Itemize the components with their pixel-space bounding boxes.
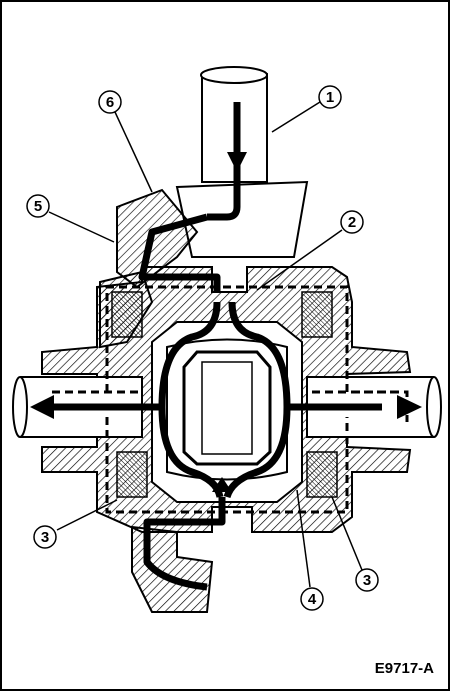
svg-text:2: 2 [348, 214, 356, 231]
center-spider [166, 338, 288, 481]
clutch-pack-upper-left [111, 291, 143, 338]
callout-5: 5 [26, 194, 115, 243]
callout-3-left: 3 [33, 499, 118, 549]
callout-4: 4 [296, 489, 324, 611]
torque-flow-solid [52, 102, 382, 591]
lower-gear-block [131, 525, 214, 613]
torque-flow-dashed [52, 285, 409, 514]
svg-text:5: 5 [34, 198, 42, 215]
svg-text:3: 3 [363, 572, 371, 589]
svg-text:4: 4 [308, 591, 317, 608]
callout-1: 1 [271, 85, 342, 133]
figure-code: E9717-A [374, 660, 434, 677]
clutch-pack-lower-right [306, 451, 338, 498]
callout-6: 6 [98, 90, 153, 193]
svg-text:6: 6 [106, 94, 114, 111]
callout-3-right: 3 [331, 496, 379, 592]
torque-flow-arrowheads [30, 152, 422, 492]
callout-2: 2 [256, 210, 364, 291]
svg-text:1: 1 [326, 89, 334, 106]
clutch-pack-lower-left [116, 451, 148, 498]
svg-text:3: 3 [41, 529, 49, 546]
clutch-pack-upper-right [301, 291, 333, 338]
